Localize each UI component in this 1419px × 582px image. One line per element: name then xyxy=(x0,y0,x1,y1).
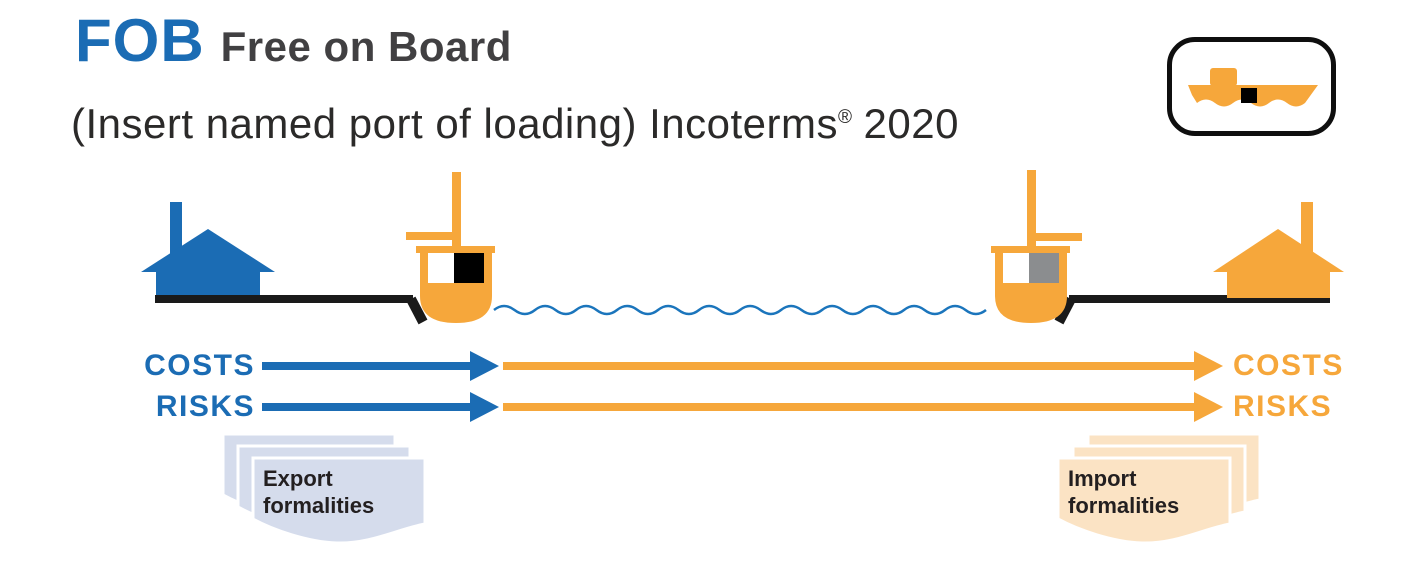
loading-quay-line xyxy=(155,295,413,303)
import-formalities-label: Import formalities xyxy=(1068,466,1180,518)
cargo-container-black xyxy=(454,253,484,284)
sea-wave-line xyxy=(493,304,987,316)
seller-factory-icon xyxy=(141,202,275,298)
cargo-container-gray xyxy=(1029,253,1059,284)
ship-lower-hull xyxy=(420,283,492,323)
destination-quay-edge xyxy=(1054,296,1076,325)
incoterms-year: 2020 xyxy=(863,100,959,147)
ship-mast xyxy=(1027,170,1036,248)
buyer-costs-arrow xyxy=(503,351,1223,381)
factory-roof xyxy=(1213,229,1344,272)
factory-body xyxy=(1227,264,1330,298)
ship-side-left xyxy=(420,253,428,284)
cargo-ship-icon xyxy=(1188,68,1318,107)
ship-gunwale xyxy=(416,246,495,253)
ship-cabin xyxy=(1210,68,1237,86)
export-formalities-label: Export formalities xyxy=(263,466,375,518)
destination-quay-line xyxy=(1069,295,1330,303)
document-sheet-front xyxy=(1056,456,1232,545)
document-sheet-front xyxy=(251,456,427,545)
ship-crane-arm xyxy=(1027,233,1082,241)
ship-side-right xyxy=(484,253,492,284)
seller-risks-arrow xyxy=(262,392,499,422)
page-title: FOB Free on Board xyxy=(75,6,512,75)
vessel-at-loading-port-icon xyxy=(406,172,495,323)
buyer-risks-arrow xyxy=(503,392,1223,422)
subtitle-text: (Insert named port of loading) Incoterms xyxy=(71,100,839,147)
factory-chimney xyxy=(1301,202,1313,257)
arrow-head xyxy=(470,351,499,381)
ship-side-left xyxy=(995,253,1003,284)
factory-chimney xyxy=(170,202,182,257)
ship-mast xyxy=(452,172,461,248)
ship-lower-hull xyxy=(995,283,1067,323)
ship-gunwale xyxy=(991,246,1070,253)
arrow-head xyxy=(1194,351,1223,381)
buyer-risks-label: RISKS xyxy=(1233,390,1333,423)
buyer-factory-icon xyxy=(1213,202,1344,298)
ship-side-right xyxy=(1059,253,1067,284)
transport-mode-badge xyxy=(1167,37,1336,136)
subtitle: (Insert named port of loading) Incoterms… xyxy=(71,100,959,148)
seller-risks-label: RISKS xyxy=(155,390,255,423)
export-documents-icon xyxy=(221,432,427,545)
seller-costs-label: COSTS xyxy=(144,349,255,382)
cargo-container xyxy=(1241,88,1257,103)
registered-trademark-symbol: ® xyxy=(838,107,853,128)
ship-crane-arm xyxy=(406,232,461,240)
term-name: Free on Board xyxy=(220,23,512,70)
buyer-costs-label: COSTS xyxy=(1233,349,1344,382)
seller-costs-arrow xyxy=(262,351,499,381)
factory-body xyxy=(156,264,260,298)
term-abbreviation: FOB xyxy=(75,7,205,74)
loading-quay-edge xyxy=(406,296,428,325)
arrow-head xyxy=(470,392,499,422)
factory-roof xyxy=(141,229,275,272)
arrow-head xyxy=(1194,392,1223,422)
import-documents-icon xyxy=(1056,432,1262,545)
vessel-at-destination-port-icon xyxy=(991,170,1082,323)
